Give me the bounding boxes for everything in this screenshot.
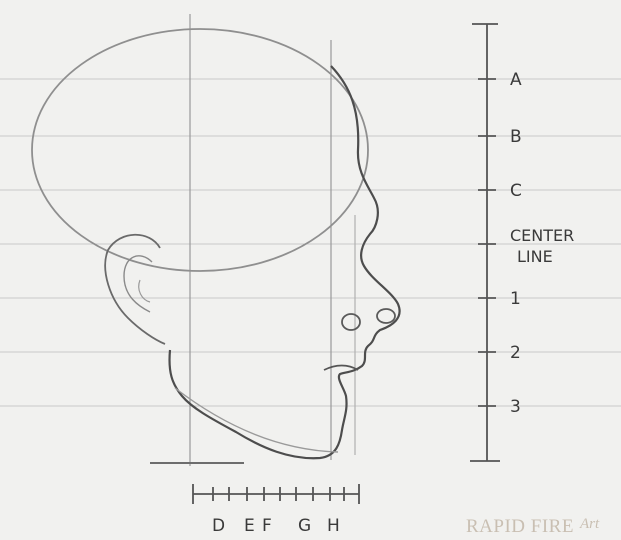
scale-label-b: B — [510, 127, 522, 147]
scale-label-c: C — [510, 181, 522, 201]
scale-label-a: A — [510, 70, 522, 90]
scale-label-3: 3 — [510, 397, 521, 417]
scale-label-2: 2 — [510, 343, 521, 363]
ruler-label-e: E — [244, 516, 255, 536]
ruler-label-f: F — [262, 516, 272, 536]
watermark-script: Art — [579, 516, 600, 532]
scale-label-center: CENTER — [510, 226, 574, 245]
ruler-label-g: G — [298, 516, 311, 536]
ruler-label-d: D — [212, 516, 225, 536]
scale-label-line: LINE — [517, 247, 553, 266]
watermark-text: RAPID FIRE — [466, 516, 574, 537]
scale-label-1: 1 — [510, 289, 521, 309]
ruler-label-h: H — [327, 516, 340, 536]
